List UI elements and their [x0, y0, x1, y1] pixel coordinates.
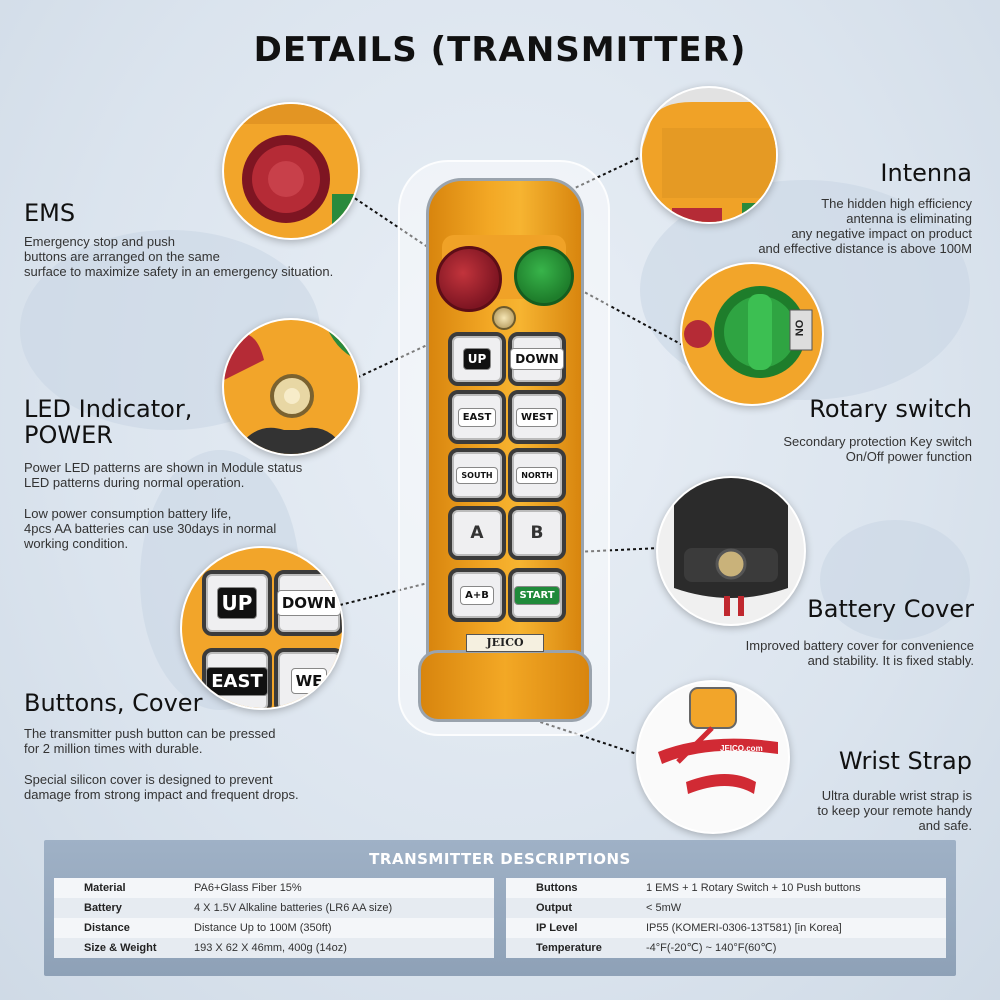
battery-detail-image — [658, 478, 804, 624]
key-south[interactable]: SOUTH — [448, 448, 506, 502]
strap-brand-text: JEICO.com — [720, 744, 763, 753]
rotary-detail-image — [682, 264, 822, 404]
battery-description: Improved battery cover for convenience a… — [745, 638, 974, 668]
key-east[interactable]: EAST — [448, 390, 506, 444]
led-title: LED Indicator, POWER — [24, 395, 193, 449]
rotary-on-label: ON — [792, 319, 805, 337]
key-start[interactable]: START — [508, 568, 566, 622]
buttons-description: The transmitter push button can be press… — [24, 726, 299, 802]
buttons-title: Buttons, Cover — [24, 689, 203, 717]
spec-row: Temperature-4°F(-20℃) ~ 140°F(60℃) — [506, 938, 946, 958]
zoom-key-down: DOWN — [274, 570, 342, 636]
intenna-detail-image — [642, 88, 776, 222]
brand-label: JEICO — [466, 634, 544, 652]
ems-title: EMS — [24, 199, 76, 227]
strap-detail-circle: JEICO.com — [636, 680, 790, 834]
key-b[interactable]: B — [508, 506, 566, 560]
key-a[interactable]: A — [448, 506, 506, 560]
battery-detail-circle — [656, 476, 806, 626]
strap-title: Wrist Strap — [838, 747, 972, 775]
battery-title: Battery Cover — [807, 595, 974, 623]
led-indicator — [492, 306, 516, 330]
ems-button[interactable] — [436, 246, 502, 312]
strap-description: Ultra durable wrist strap is to keep you… — [817, 788, 972, 833]
strap-detail-image — [638, 682, 788, 832]
rotary-switch[interactable] — [514, 246, 574, 306]
transmitter-base — [418, 650, 592, 722]
intenna-description: The hidden high efficiency antenna is el… — [758, 196, 972, 256]
world-map-bg — [820, 520, 970, 640]
led-detail-circle — [222, 318, 360, 456]
key-a-plus-b[interactable]: A+B — [448, 568, 506, 622]
zoom-key-west: WE — [274, 648, 342, 708]
rotary-detail-circle: ON — [680, 262, 824, 406]
buttons-detail-circle: UP DOWN EAST WE — [180, 546, 344, 710]
led-detail-image — [224, 320, 358, 454]
ems-detail-circle — [222, 102, 360, 240]
spec-title: TRANSMITTER DESCRIPTIONS — [369, 850, 631, 868]
intenna-title: Intenna — [880, 159, 972, 187]
ems-detail-image — [224, 104, 358, 238]
page-title: DETAILS (TRANSMITTER) — [253, 30, 747, 70]
key-west[interactable]: WEST — [508, 390, 566, 444]
spec-row: Output< 5mW — [506, 898, 946, 918]
rotary-title: Rotary switch — [809, 395, 972, 423]
key-up[interactable]: UP — [448, 332, 506, 386]
intenna-detail-circle — [640, 86, 778, 224]
zoom-key-east: EAST — [202, 648, 272, 708]
key-north[interactable]: NORTH — [508, 448, 566, 502]
key-down[interactable]: DOWN — [508, 332, 566, 386]
zoom-key-up: UP — [202, 570, 272, 636]
ems-description: Emergency stop and push buttons are arra… — [24, 234, 334, 279]
led-description: Power LED patterns are shown in Module s… — [24, 460, 303, 551]
rotary-description: Secondary protection Key switch On/Off p… — [783, 434, 972, 464]
